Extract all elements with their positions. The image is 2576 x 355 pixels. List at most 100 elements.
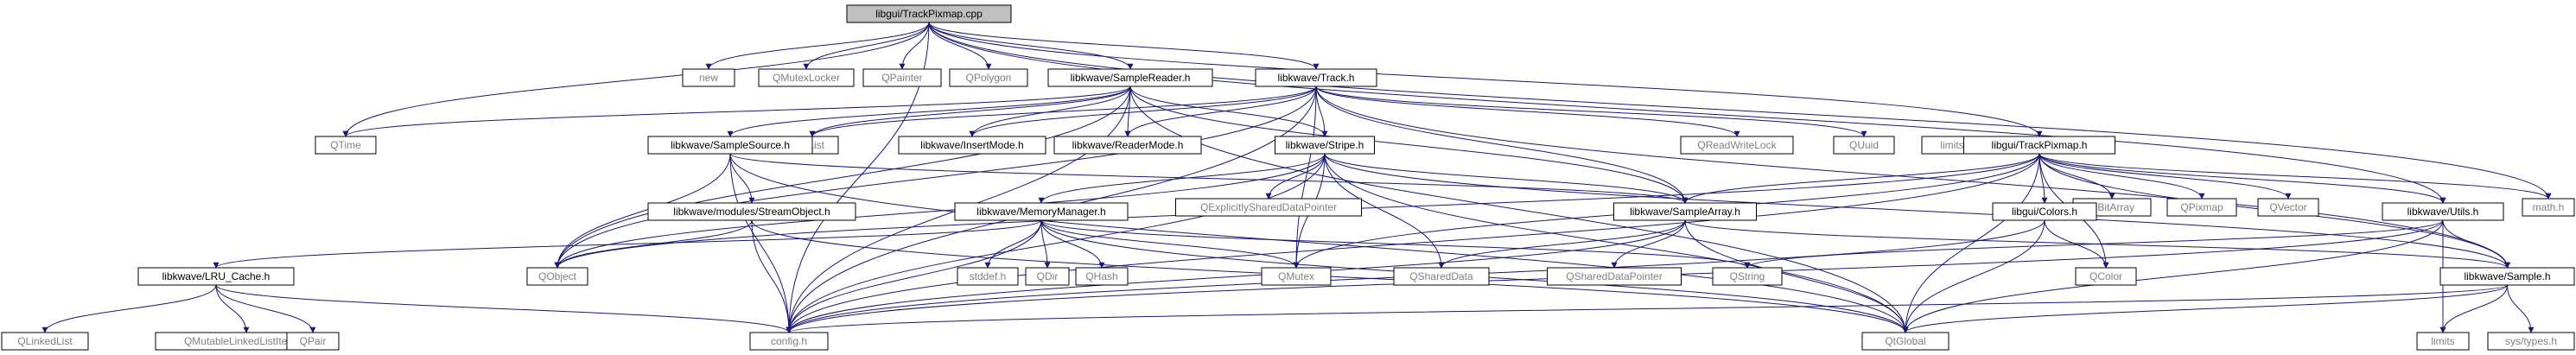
edge-streamobject-to-qobject bbox=[554, 219, 753, 269]
edge-trackpixmap_h-to-qglobal bbox=[1902, 153, 2040, 333]
node-samplearray-label: libkwave/SampleArray.h bbox=[1630, 206, 1740, 218]
edge-root-to-new bbox=[705, 22, 930, 70]
node-samplereader-box bbox=[1047, 68, 1213, 87]
edge-root-to-math_h bbox=[928, 22, 2552, 200]
node-qtime-label: QTime bbox=[330, 139, 361, 151]
edge-root-to-qpolygon bbox=[928, 22, 992, 70]
edge-trackpixmap_h-to-utils bbox=[2039, 153, 2446, 204]
edge-utils-to-qglobal bbox=[1902, 219, 2444, 333]
node-qexplicitly-label: QExplicitlySharedDataPointer bbox=[1200, 201, 1337, 213]
node-qdir-box bbox=[1025, 267, 1070, 286]
node-qpair-box bbox=[286, 332, 340, 351]
node-colors-box bbox=[1992, 202, 2097, 221]
edge-root-to-track bbox=[928, 22, 1320, 70]
node-memorymanager[interactable]: libkwave/MemoryManager.h bbox=[954, 202, 1129, 221]
node-lrucache-box bbox=[137, 267, 295, 286]
node-qglobal: QtGlobal bbox=[1861, 332, 1949, 351]
node-qexplicitly-box bbox=[1175, 198, 1362, 217]
node-streamobject-box bbox=[647, 202, 856, 221]
edge-stripe-to-samplearray bbox=[1324, 153, 1689, 204]
node-qpainter-box bbox=[862, 68, 942, 87]
edge-trackpixmap_h-to-math_h bbox=[2039, 153, 2552, 200]
node-qshareddata-box bbox=[1393, 267, 1490, 286]
node-qshareddatapointer: QSharedDataPointer bbox=[1547, 267, 1682, 286]
node-utils[interactable]: libkwave/Utils.h bbox=[2382, 202, 2504, 221]
node-readermode[interactable]: libkwave/ReaderMode.h bbox=[1053, 136, 1202, 155]
node-colors[interactable]: libgui/Colors.h bbox=[1992, 202, 2097, 221]
node-qshareddata: QSharedData bbox=[1393, 267, 1490, 286]
edge-memorymanager-to-config bbox=[786, 219, 1042, 333]
node-qpainter-label: QPainter bbox=[881, 72, 922, 84]
edge-trackpixmap_h-to-samplearray bbox=[1682, 153, 2040, 204]
edge-samplearray-to-config bbox=[786, 219, 1686, 333]
node-memorymanager-label: libkwave/MemoryManager.h bbox=[976, 206, 1105, 218]
node-samplearray[interactable]: libkwave/SampleArray.h bbox=[1613, 202, 1757, 221]
node-qshareddatapointer-box bbox=[1547, 267, 1682, 286]
node-limits-label: limits bbox=[2431, 335, 2454, 347]
node-sample[interactable]: libkwave/Sample.h bbox=[2439, 267, 2575, 286]
edge-track-to-insertmode bbox=[969, 86, 1317, 137]
node-samplearray-box bbox=[1613, 202, 1757, 221]
edge-trackpixmap_h-to-qvector bbox=[2039, 153, 2292, 200]
node-track[interactable]: libkwave/Track.h bbox=[1255, 68, 1377, 87]
node-quuid-label: QUuid bbox=[1849, 139, 1879, 151]
node-root-label: libgui/TrackPixmap.cpp bbox=[875, 8, 983, 20]
node-qobject-label: QObject bbox=[538, 270, 577, 282]
edge-sample-to-systypes bbox=[2507, 284, 2535, 333]
node-qexplicitly: QExplicitlySharedDataPointer bbox=[1175, 198, 1362, 217]
node-config: config.h bbox=[749, 332, 829, 351]
node-qreadwritelock-label: QReadWriteLock bbox=[1697, 139, 1777, 151]
node-qmutexlocker-label: QMutexLocker bbox=[773, 72, 840, 84]
node-lrucache[interactable]: libkwave/LRU_Cache.h bbox=[137, 267, 295, 286]
node-qreadwritelock: QReadWriteLock bbox=[1680, 136, 1794, 155]
node-streamobject-label: libkwave/modules/StreamObject.h bbox=[673, 206, 830, 218]
node-samplesource[interactable]: libkwave/SampleSource.h bbox=[647, 136, 813, 155]
node-streamobject[interactable]: libkwave/modules/StreamObject.h bbox=[647, 202, 856, 221]
node-qobject-box bbox=[526, 267, 588, 286]
edge-samplereader-to-samplearray bbox=[1129, 86, 1689, 204]
node-lrucache-label: libkwave/LRU_Cache.h bbox=[162, 270, 270, 282]
node-qreadwritelock-box bbox=[1680, 136, 1794, 155]
node-qpair-label: QPair bbox=[300, 335, 327, 347]
node-samplereader[interactable]: libkwave/SampleReader.h bbox=[1047, 68, 1213, 87]
edge-stripe-to-qobject bbox=[554, 153, 1326, 269]
node-qshareddatapointer-label: QSharedDataPointer bbox=[1566, 270, 1662, 282]
edge-stripe-to-config bbox=[786, 153, 1326, 333]
node-readermode-label: libkwave/ReaderMode.h bbox=[1072, 139, 1184, 151]
node-qglobal-label: QtGlobal bbox=[1885, 335, 1925, 347]
node-qtime: QTime bbox=[315, 136, 377, 155]
node-insertmode[interactable]: libkwave/InsertMode.h bbox=[898, 136, 1046, 155]
node-config-box bbox=[749, 332, 829, 351]
edges-layer bbox=[41, 22, 2552, 333]
node-qstring: QString bbox=[1712, 267, 1783, 286]
edge-root-to-qtime bbox=[342, 22, 930, 137]
edge-trackpixmap_h-to-config bbox=[786, 153, 2040, 333]
node-stripe[interactable]: libkwave/Stripe.h bbox=[1275, 136, 1375, 155]
node-qpolygon-box bbox=[949, 68, 1028, 87]
node-systypes-label: sys/types.h bbox=[2505, 335, 2557, 347]
node-stddef-box bbox=[957, 267, 1019, 286]
node-stripe-box bbox=[1275, 136, 1375, 155]
node-qmutablelinked-label: QMutableLinkedListIterator bbox=[184, 335, 308, 347]
edge-root-to-samplereader bbox=[928, 22, 1134, 70]
node-memorymanager-box bbox=[954, 202, 1129, 221]
node-new-box bbox=[682, 68, 735, 87]
node-qtime-box bbox=[315, 136, 377, 155]
node-root-box bbox=[846, 4, 1012, 23]
edge-samplearray-to-qshareddatapointer bbox=[1611, 219, 1686, 269]
edge-samplereader-to-samplesource bbox=[727, 86, 1131, 137]
node-qmutex-label: QMutex bbox=[1278, 270, 1314, 282]
edge-samplereader-to-qglobal bbox=[1129, 86, 1909, 333]
edge-lrucache-to-config bbox=[215, 284, 792, 333]
node-trackpixmap_h[interactable]: libgui/TrackPixmap.h bbox=[1963, 136, 2115, 155]
node-insertmode-label: libkwave/InsertMode.h bbox=[920, 139, 1023, 151]
edge-track-to-readermode bbox=[1124, 86, 1317, 137]
edge-samplereader-to-qtime bbox=[342, 86, 1131, 137]
node-config-label: config.h bbox=[771, 335, 807, 347]
node-stddef-label: stddef.h bbox=[970, 270, 1007, 282]
edge-samplereader-to-insertmode bbox=[969, 86, 1131, 137]
edge-memorymanager-to-lrucache bbox=[213, 219, 1042, 269]
edge-lrucache-to-qpair bbox=[215, 284, 316, 333]
edge-track-to-quuid bbox=[1315, 86, 1867, 137]
